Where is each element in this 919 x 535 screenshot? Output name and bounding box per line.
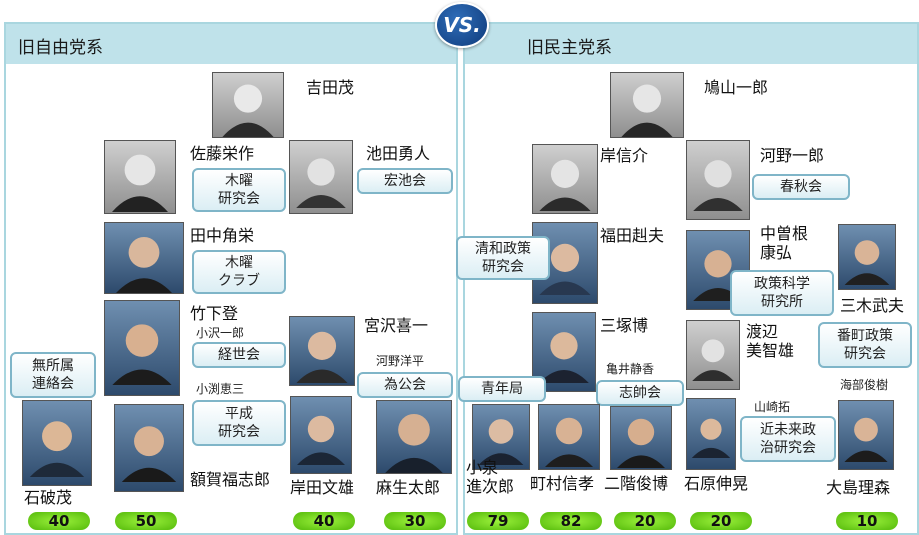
count-nukaga: 50 bbox=[115, 512, 177, 530]
faction-mokuyo-club[interactable]: 木曜 クラブ bbox=[192, 250, 286, 294]
person-machimura-name: 町村信孝 bbox=[530, 474, 595, 493]
left-panel-title: 旧自由党系 bbox=[18, 38, 103, 58]
person-miyazawa-name: 宮沢喜一 bbox=[364, 316, 429, 335]
person-aso-name: 麻生太郎 bbox=[376, 478, 441, 497]
person-sato-name: 佐藤栄作 bbox=[190, 144, 255, 163]
person-kamei-name: 亀井静香 bbox=[606, 362, 655, 376]
portrait-icon bbox=[686, 140, 750, 220]
faction-ikoukai[interactable]: 為公会 bbox=[357, 372, 453, 398]
person-fukuda-name: 福田赳夫 bbox=[600, 226, 665, 245]
count-oshima: 10 bbox=[836, 512, 898, 530]
person-hatoyama-name: 鳩山一郎 bbox=[704, 78, 769, 97]
faction-shisuikai[interactable]: 志帥会 bbox=[596, 380, 684, 406]
portrait-icon bbox=[610, 406, 672, 470]
faction-kinmirai[interactable]: 近未来政 治研究会 bbox=[740, 416, 836, 462]
person-koizumi-name: 小泉 進次郎 bbox=[466, 458, 515, 497]
portrait-icon bbox=[289, 316, 355, 386]
faction-seinenkyoku[interactable]: 青年局 bbox=[458, 376, 546, 402]
person-ozawa-name: 小沢一郎 bbox=[196, 326, 245, 340]
portrait-icon bbox=[538, 404, 600, 470]
portrait-icon bbox=[104, 222, 184, 294]
portrait-icon bbox=[472, 404, 530, 470]
person-takeshita-name: 竹下登 bbox=[190, 304, 239, 323]
count-nikai: 20 bbox=[614, 512, 676, 530]
person-oshima-name: 大島理森 bbox=[826, 478, 891, 497]
left-panel-header: 旧自由党系 bbox=[6, 24, 456, 64]
person-nikai-name: 二階俊博 bbox=[604, 474, 669, 493]
portrait-icon bbox=[838, 224, 896, 290]
portrait-icon bbox=[532, 312, 596, 392]
portrait-icon bbox=[376, 400, 452, 474]
portrait-icon bbox=[22, 400, 92, 486]
portrait-icon bbox=[838, 400, 894, 470]
portrait-icon bbox=[104, 300, 180, 396]
person-ikeda-name: 池田勇人 bbox=[366, 144, 431, 163]
person-yamasaki-name: 山崎拓 bbox=[754, 400, 791, 414]
portrait-icon bbox=[289, 140, 353, 214]
portrait-icon bbox=[686, 320, 740, 390]
person-ishihara-name: 石原伸晃 bbox=[684, 474, 749, 493]
faction-shunjukai[interactable]: 春秋会 bbox=[752, 174, 850, 200]
count-ishiba: 40 bbox=[28, 512, 90, 530]
person-kono-yohei-name: 河野洋平 bbox=[376, 354, 425, 368]
right-panel-header: 旧民主党系 bbox=[465, 24, 917, 64]
vs-badge: VS. bbox=[435, 2, 489, 48]
portrait-icon bbox=[686, 398, 736, 470]
person-miki-name: 三木武夫 bbox=[840, 296, 905, 315]
person-nakasone-name: 中曽根 康弘 bbox=[760, 224, 809, 263]
portrait-icon bbox=[290, 396, 352, 474]
portrait-icon bbox=[104, 140, 176, 214]
count-koizumi: 79 bbox=[467, 512, 529, 530]
person-obuchi-name: 小渕恵三 bbox=[196, 382, 245, 396]
count-aso: 30 bbox=[384, 512, 446, 530]
portrait-icon bbox=[610, 72, 684, 138]
person-kono-ichiro-name: 河野一郎 bbox=[760, 146, 825, 165]
person-yoshida-name: 吉田茂 bbox=[306, 78, 355, 97]
faction-mushozoku[interactable]: 無所属 連絡会 bbox=[10, 352, 96, 398]
faction-kochikai[interactable]: 宏池会 bbox=[357, 168, 453, 194]
portrait-icon bbox=[532, 222, 598, 304]
portrait-icon bbox=[114, 404, 184, 492]
person-nukaga-name: 額賀福志郎 bbox=[190, 470, 271, 489]
person-kaifu-name: 海部俊樹 bbox=[840, 378, 889, 392]
faction-heisei-kenkyukai[interactable]: 平成 研究会 bbox=[192, 400, 286, 446]
person-watanabe-name: 渡辺 美智雄 bbox=[746, 322, 795, 361]
count-machimura: 82 bbox=[540, 512, 602, 530]
person-mitsuzuka-name: 三塚博 bbox=[600, 316, 649, 335]
faction-seiwa[interactable]: 清和政策 研究会 bbox=[456, 236, 550, 280]
faction-mokuyo-kenkyukai[interactable]: 木曜 研究会 bbox=[192, 168, 286, 212]
faction-seisaku-kagaku[interactable]: 政策科学 研究所 bbox=[730, 270, 834, 316]
count-ishihara: 20 bbox=[690, 512, 752, 530]
faction-bancho[interactable]: 番町政策 研究会 bbox=[818, 322, 912, 368]
person-kishi-name: 岸信介 bbox=[600, 146, 649, 165]
right-panel-title: 旧民主党系 bbox=[527, 38, 612, 58]
person-ishiba-name: 石破茂 bbox=[24, 488, 73, 507]
count-kishida: 40 bbox=[293, 512, 355, 530]
person-kishida-name: 岸田文雄 bbox=[290, 478, 355, 497]
faction-keiseikai[interactable]: 経世会 bbox=[192, 342, 286, 368]
portrait-icon bbox=[212, 72, 284, 138]
portrait-icon bbox=[532, 144, 598, 214]
person-tanaka-name: 田中角栄 bbox=[190, 226, 255, 245]
